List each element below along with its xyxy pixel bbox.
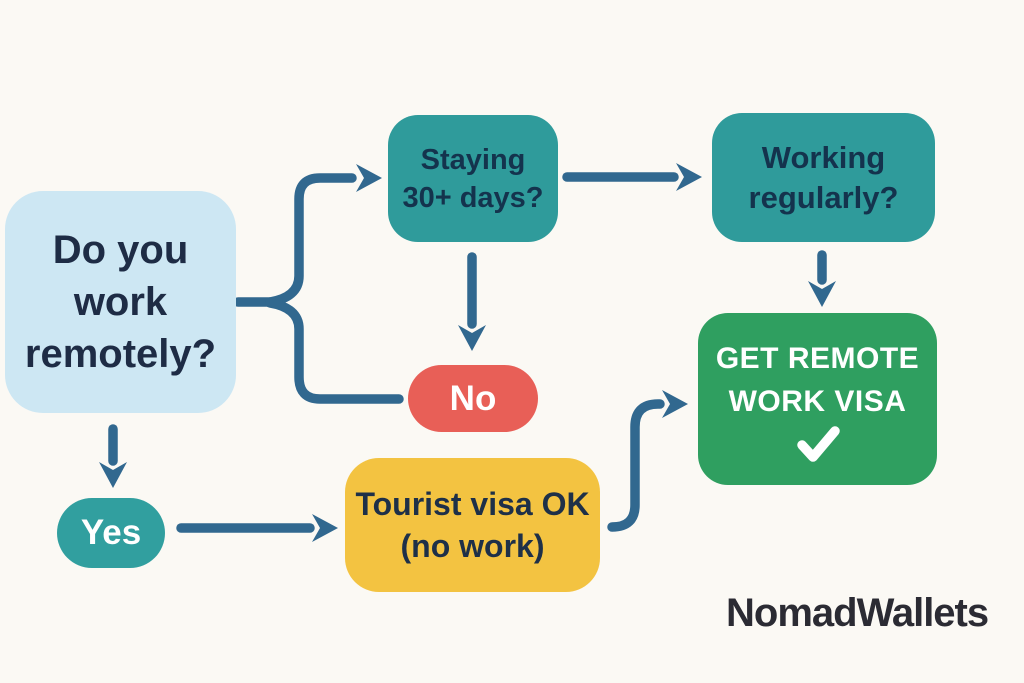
node-label-line: work [73,280,168,324]
node-label-line: remotely? [24,332,217,376]
node-label-line: Tourist visa OK [355,486,590,522]
arrowhead-icon [356,164,382,192]
node-label-line: (no work) [400,528,545,564]
node-no: No [408,365,538,432]
node-label-line: WORK VISA [728,385,907,418]
node-label-line: Do you [52,228,189,272]
connector-start-to-staying [265,173,357,307]
node-label: No [449,378,497,418]
node-staying-30-days: Staying 30+ days? [388,115,558,242]
arrowhead-icon [458,325,486,351]
connector-tourist-to-visa [607,399,665,532]
node-label: Yes [80,513,142,552]
arrowhead-icon [808,281,836,307]
node-yes: Yes [57,498,165,568]
node-do-you-work-remotely: Do you work remotely? [5,191,236,413]
connector-start-to-no [265,298,404,404]
node-working-regularly: Working regularly? [712,113,935,242]
node-get-remote-work-visa: GET REMOTE WORK VISA [698,313,937,485]
arrowhead-icon [99,462,127,488]
arrowhead-icon [662,390,688,418]
brand-watermark: NomadWallets [726,591,989,635]
node-tourist-visa-ok: Tourist visa OK (no work) [345,458,600,592]
node-label-line: 30+ days? [402,181,544,214]
node-label-line: Staying [420,143,526,176]
node-label-line: GET REMOTE [715,342,920,375]
node-label-line: regularly? [748,179,899,215]
checkmark-icon [796,426,840,462]
arrowhead-icon [676,163,702,191]
node-label-line: Working [761,139,886,175]
arrowhead-icon [312,514,338,542]
